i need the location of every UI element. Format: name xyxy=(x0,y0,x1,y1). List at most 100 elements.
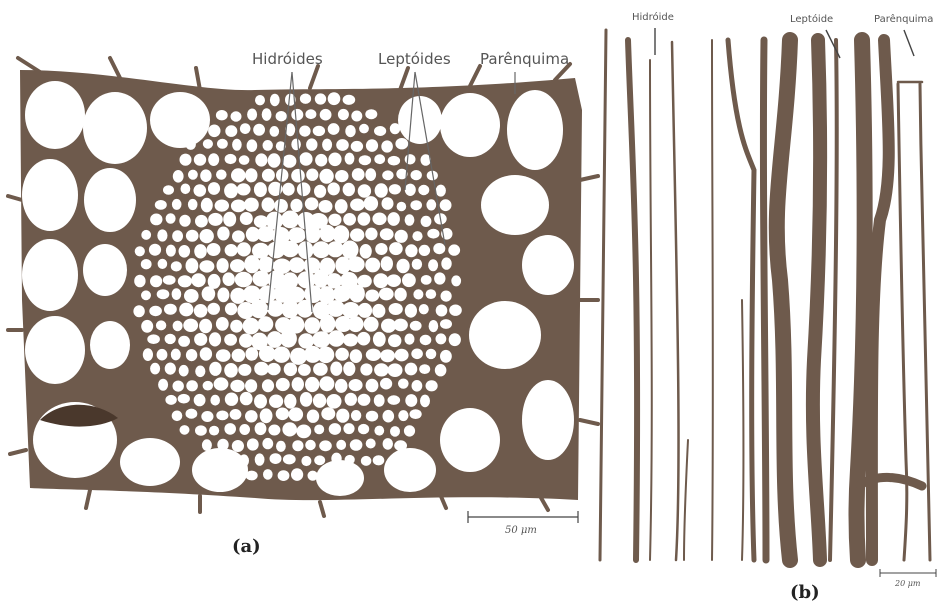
conducting-cell xyxy=(165,334,176,344)
conducting-cell xyxy=(217,139,228,149)
conducting-cell xyxy=(426,199,436,210)
conducting-cell xyxy=(301,456,311,466)
scale-label-b: 20 μm xyxy=(894,579,921,588)
conducting-cell xyxy=(397,259,410,274)
conducting-cell xyxy=(441,291,452,302)
conducting-cell xyxy=(194,333,207,346)
conducting-cell xyxy=(374,426,384,436)
scale-label-a: 50 μm xyxy=(505,525,537,536)
conducting-cell xyxy=(292,377,304,391)
conducting-cell xyxy=(165,363,176,375)
conducting-cell xyxy=(195,366,205,378)
conducting-cell xyxy=(330,362,342,376)
parenchyma-crosswall xyxy=(860,477,922,486)
conducting-cell xyxy=(405,334,415,345)
label-hidroides: Hidróides xyxy=(252,50,323,68)
conducting-cell xyxy=(291,169,305,183)
hydroid-wall xyxy=(600,30,606,560)
conducting-cell xyxy=(223,272,235,286)
conducting-cell xyxy=(282,155,296,168)
scale-bar-b xyxy=(880,569,936,577)
conducting-cell xyxy=(395,138,408,149)
conducting-cell xyxy=(374,154,385,164)
conducting-cell xyxy=(201,411,213,422)
conducting-cell xyxy=(388,363,403,377)
conducting-cell xyxy=(194,184,207,196)
conducting-cell xyxy=(178,336,190,347)
conducting-cell xyxy=(299,126,310,137)
conducting-cell xyxy=(351,470,363,481)
conducting-cell xyxy=(328,182,340,195)
conducting-cell xyxy=(449,305,462,316)
conducting-cell xyxy=(208,213,223,226)
conducting-cell xyxy=(440,350,452,363)
conducting-cell xyxy=(276,378,290,391)
conducting-cell xyxy=(372,213,386,226)
conducting-cell xyxy=(243,318,260,335)
conducting-cell xyxy=(284,394,296,409)
conducting-cell xyxy=(328,214,341,226)
conducting-cell xyxy=(380,228,394,240)
conducting-cell xyxy=(150,275,162,287)
conducting-cell xyxy=(263,469,273,480)
conducting-cell xyxy=(307,410,319,423)
conducting-cell xyxy=(200,347,212,360)
conducting-cell xyxy=(149,244,161,256)
conducting-cell xyxy=(347,256,365,272)
conducting-cell xyxy=(231,200,246,213)
conducting-cell xyxy=(199,319,212,333)
conducting-cell xyxy=(232,440,244,452)
conducting-cell xyxy=(223,454,234,465)
conducting-cell xyxy=(180,154,192,166)
conducting-cell xyxy=(173,321,183,332)
conducting-cell xyxy=(291,468,303,481)
conducting-cell xyxy=(216,411,228,421)
conducting-cell xyxy=(270,126,280,137)
conducting-cell xyxy=(402,273,416,287)
conducting-cell xyxy=(179,365,189,377)
conducting-cell xyxy=(298,364,311,376)
conducting-cell xyxy=(365,228,377,241)
conducting-cell xyxy=(173,170,184,183)
conducting-cell xyxy=(350,228,364,241)
conducting-cell xyxy=(280,330,297,348)
conducting-cell xyxy=(199,260,214,272)
conducting-cell xyxy=(237,242,251,256)
conducting-cell xyxy=(200,169,211,182)
conducting-cell xyxy=(194,304,208,318)
conducting-cell xyxy=(398,379,409,389)
conducting-cell xyxy=(281,241,299,257)
conducting-cell xyxy=(235,272,253,287)
conducting-cell xyxy=(186,258,199,273)
conducting-cell xyxy=(240,212,253,225)
conducting-cell xyxy=(133,305,144,317)
conducting-cell xyxy=(327,241,344,257)
conducting-cell xyxy=(250,300,268,318)
conducting-cell xyxy=(381,256,393,271)
conducting-cell xyxy=(379,288,394,301)
conducting-cell xyxy=(201,198,213,213)
conducting-cell xyxy=(282,183,294,196)
conducting-cell xyxy=(195,215,208,228)
conducting-cell xyxy=(232,139,242,151)
conducting-cell xyxy=(299,152,312,165)
conducting-cell xyxy=(208,125,220,138)
conducting-cell xyxy=(315,93,326,104)
leptoid-band xyxy=(830,40,837,560)
conducting-cell xyxy=(448,244,460,255)
conducting-cell xyxy=(230,380,244,392)
conducting-cell xyxy=(343,95,356,105)
leptoid-band xyxy=(763,40,766,560)
panel-a-cross-section xyxy=(8,58,598,516)
conducting-cell xyxy=(262,197,275,212)
conducting-cell xyxy=(365,109,377,119)
conducting-cell xyxy=(373,273,388,288)
conducting-cell xyxy=(225,393,238,406)
conducting-cell xyxy=(345,125,355,137)
conducting-cell xyxy=(143,348,153,361)
conducting-cell xyxy=(178,394,190,404)
conducting-cell xyxy=(202,439,212,451)
conducting-cell xyxy=(380,349,395,362)
conducting-cell xyxy=(270,453,282,464)
